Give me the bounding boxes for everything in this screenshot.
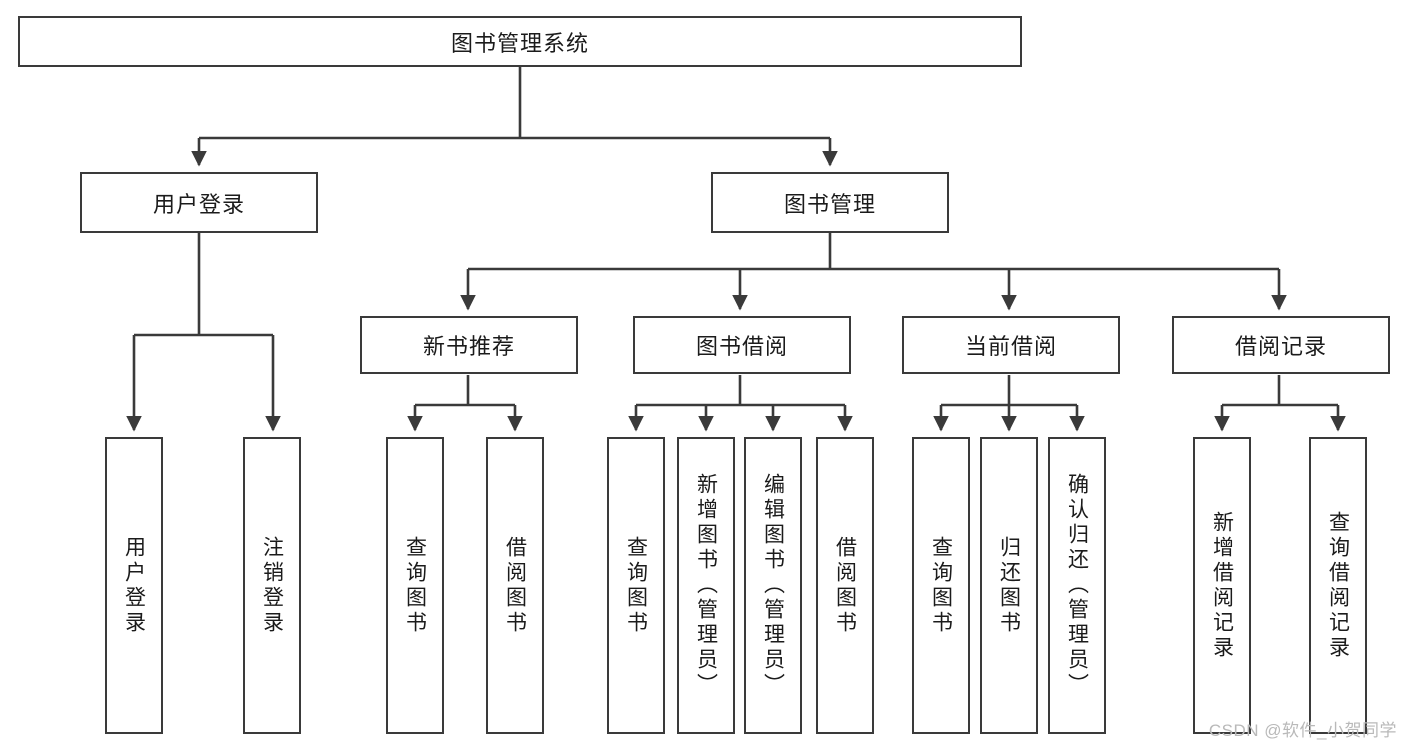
node-user-login-label: 用户登录 [152, 191, 245, 217]
node-borrow-record[interactable]: 借阅记录 [1172, 316, 1390, 374]
leaf-edit-book[interactable]: 编辑图书（管理员） [744, 437, 802, 734]
leaf-query-record-label: 查询借阅记录 [1326, 510, 1350, 661]
leaf-add-record[interactable]: 新增借阅记录 [1193, 437, 1251, 734]
leaf-query-record[interactable]: 查询借阅记录 [1309, 437, 1367, 734]
leaf-add-book[interactable]: 新增图书（管理员） [677, 437, 735, 734]
node-current-borrow-label: 当前借阅 [964, 334, 1057, 359]
node-user-login[interactable]: 用户登录 [80, 172, 318, 233]
leaf-borrow-book-1[interactable]: 借阅图书 [486, 437, 544, 734]
node-root[interactable]: 图书管理系统 [18, 16, 1022, 67]
node-root-label: 图书管理系统 [450, 30, 589, 56]
leaf-query-book-1[interactable]: 查询图书 [386, 437, 444, 734]
leaf-query-book-1-label: 查询图书 [403, 535, 427, 636]
leaf-query-book-2-label: 查询图书 [624, 535, 648, 636]
leaf-logout[interactable]: 注销登录 [243, 437, 301, 734]
leaf-query-book-2[interactable]: 查询图书 [607, 437, 665, 734]
node-borrow-record-label: 借阅记录 [1234, 334, 1327, 359]
node-current-borrow[interactable]: 当前借阅 [902, 316, 1120, 374]
node-book-borrow[interactable]: 图书借阅 [633, 316, 851, 374]
leaf-borrow-book-1-label: 借阅图书 [503, 535, 527, 636]
watermark: CSDN @软件_小贺同学 [1208, 721, 1397, 740]
leaf-return-book-label: 归还图书 [997, 535, 1021, 636]
node-book-borrow-label: 图书借阅 [695, 334, 788, 359]
leaf-query-book-3[interactable]: 查询图书 [912, 437, 970, 734]
leaf-query-book-3-label: 查询图书 [929, 535, 953, 636]
leaf-confirm-return-label: 确认归还（管理员） [1065, 473, 1089, 698]
node-book-management-label: 图书管理 [783, 191, 876, 217]
leaf-add-record-label: 新增借阅记录 [1210, 510, 1234, 661]
node-new-book-recommend[interactable]: 新书推荐 [360, 316, 578, 374]
leaf-return-book[interactable]: 归还图书 [980, 437, 1038, 734]
leaf-edit-book-label: 编辑图书（管理员） [761, 473, 785, 698]
leaf-confirm-return[interactable]: 确认归还（管理员） [1048, 437, 1106, 734]
leaf-add-book-label: 新增图书（管理员） [694, 473, 718, 698]
node-book-management[interactable]: 图书管理 [711, 172, 949, 233]
leaf-logout-label: 注销登录 [260, 535, 284, 636]
leaf-user-login-label: 用户登录 [122, 535, 146, 636]
leaf-borrow-book-2[interactable]: 借阅图书 [816, 437, 874, 734]
leaf-user-login[interactable]: 用户登录 [105, 437, 163, 734]
leaf-borrow-book-2-label: 借阅图书 [833, 535, 857, 636]
node-new-book-recommend-label: 新书推荐 [422, 334, 515, 359]
